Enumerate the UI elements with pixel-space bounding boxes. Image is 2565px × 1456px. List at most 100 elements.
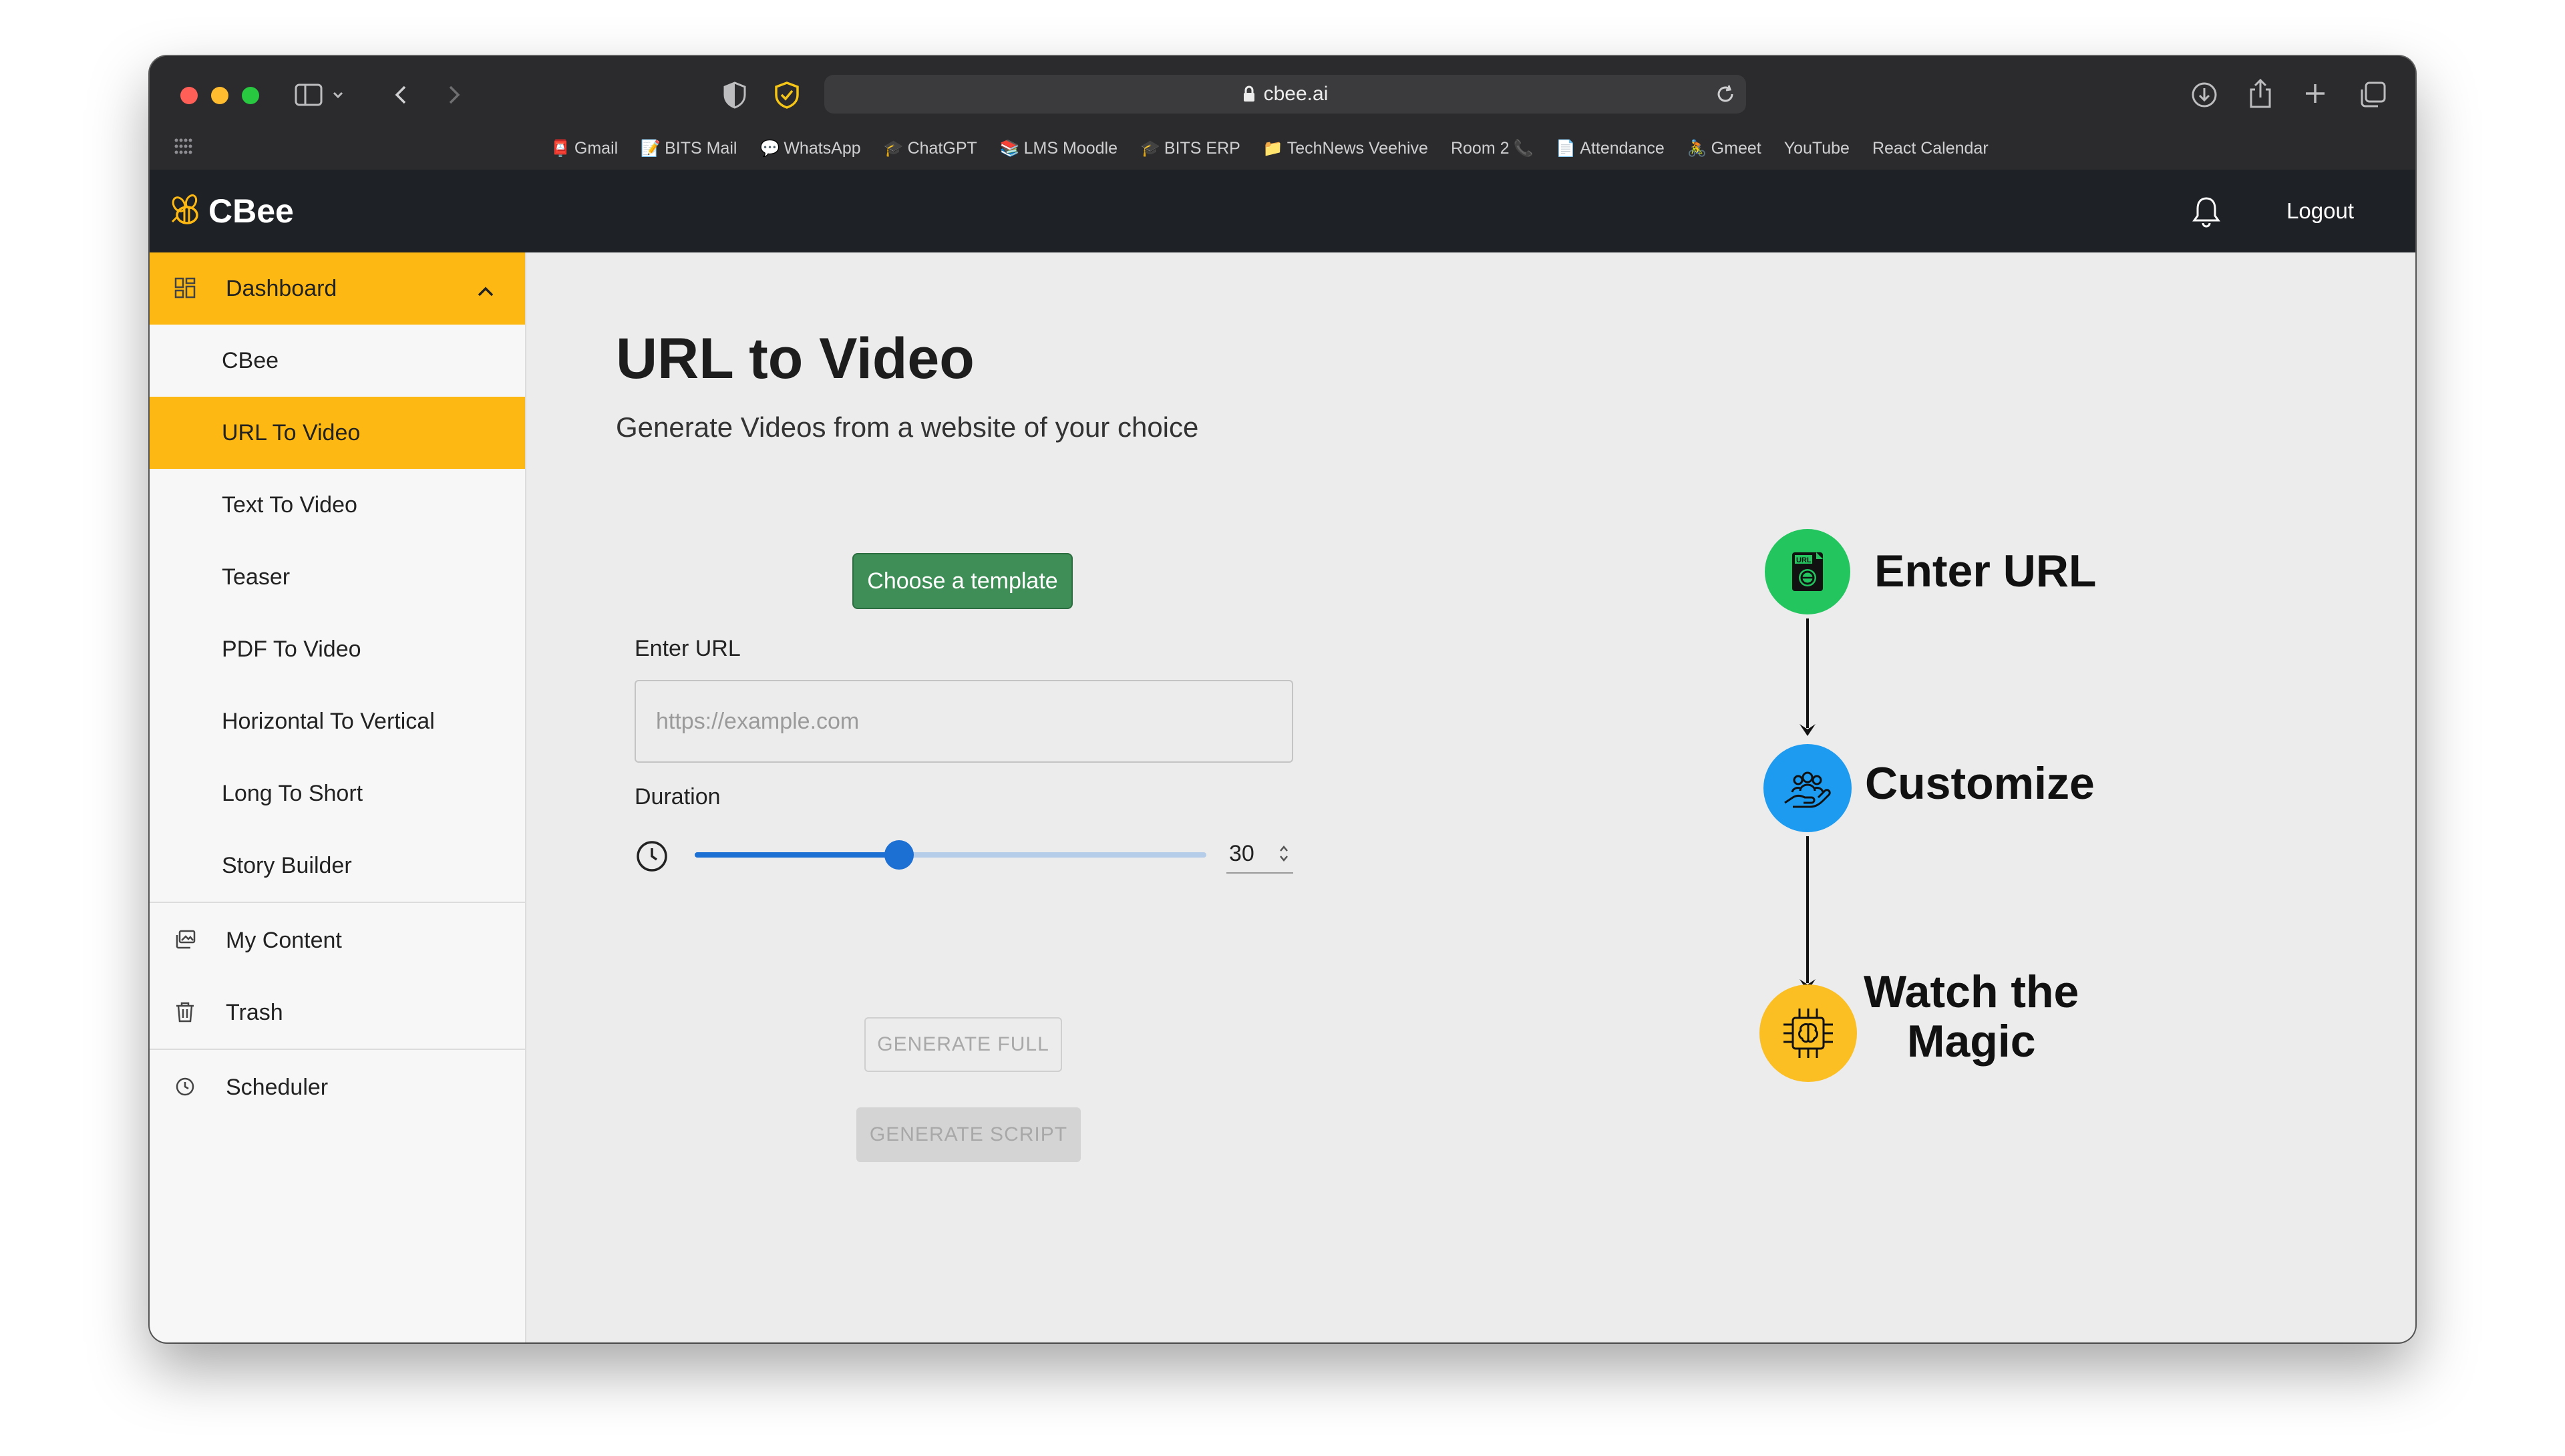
shield-check-icon[interactable] (772, 80, 802, 110)
mailbox-icon: 📮 (550, 139, 570, 158)
downloads-icon[interactable] (2190, 80, 2219, 110)
logout-button[interactable]: Logout (2286, 198, 2354, 223)
bookmark-whatsapp[interactable]: 💬WhatsApp (759, 138, 861, 158)
bee-icon (167, 194, 204, 228)
graduation-cap-icon: 🎓 (1140, 139, 1160, 158)
browser-chrome: cbee.ai 📮Gmail 📝BITS Mail 💬WhatsApp 🎓Cha… (150, 56, 2415, 170)
chevron-up-icon[interactable] (476, 279, 496, 305)
bookmark-lms-moodle[interactable]: 📚LMS Moodle (999, 138, 1118, 158)
sidebar-divider (150, 1049, 525, 1050)
duration-label: Duration (635, 784, 721, 809)
minimize-window-button[interactable] (211, 87, 228, 104)
browser-window: cbee.ai 📮Gmail 📝BITS Mail 💬WhatsApp 🎓Cha… (150, 56, 2415, 1342)
duration-value: 30 (1229, 840, 1254, 866)
duration-stepper[interactable]: 30 (1226, 835, 1293, 874)
sidebar-item-label: Trash (226, 999, 283, 1025)
sidebar-item-trash[interactable]: Trash (150, 976, 525, 1049)
step-3-circle (1759, 984, 1857, 1082)
bookmark-react-calendar[interactable]: React Calendar (1872, 138, 1989, 158)
generate-script-button[interactable]: GENERATE SCRIPT (856, 1107, 1081, 1162)
sidebar-item-dashboard[interactable]: Dashboard (150, 252, 525, 325)
sidebar-item-label: CBee (222, 347, 279, 373)
lock-icon (1242, 85, 1256, 103)
duration-slider[interactable] (695, 840, 1206, 870)
hand-group-icon (1781, 764, 1834, 812)
sidebar-item-label: Story Builder (222, 852, 352, 878)
graduation-cap-icon: 🎓 (883, 139, 904, 158)
new-tab-icon[interactable] (2303, 81, 2327, 106)
step-connector (1806, 836, 1809, 983)
generate-full-button[interactable]: GENERATE FULL (864, 1017, 1062, 1072)
books-icon: 📚 (999, 139, 1020, 158)
sidebar-item-long-to-short[interactable]: Long To Short (150, 757, 525, 830)
stepper-arrows-icon[interactable] (1278, 843, 1289, 864)
bookmark-gmail[interactable]: 📮Gmail (550, 138, 619, 158)
app-navbar: CBee Logout (150, 170, 2415, 252)
arrow-down-icon (1798, 721, 1817, 739)
address-bar[interactable]: cbee.ai (824, 75, 1746, 114)
bookmark-bits-mail[interactable]: 📝BITS Mail (641, 138, 737, 158)
sidebar-item-label: Horizontal To Vertical (222, 708, 435, 734)
tab-overview-icon[interactable] (2358, 80, 2387, 110)
sidebar-item-url-to-video[interactable]: URL To Video (150, 397, 525, 469)
sidebar-item-pdf-to-video[interactable]: PDF To Video (150, 613, 525, 685)
zoom-window-button[interactable] (242, 87, 259, 104)
close-window-button[interactable] (180, 87, 198, 104)
main-content: URL to Video Generate Videos from a webs… (526, 252, 2415, 1342)
sidebar-item-label: URL To Video (222, 419, 361, 445)
back-icon[interactable] (391, 81, 411, 108)
phone-icon: 📞 (1513, 139, 1534, 158)
address-host: cbee.ai (1263, 83, 1329, 105)
apps-grid-icon[interactable] (174, 138, 194, 155)
sidebar-toggle-icon[interactable] (294, 81, 323, 108)
brand-name: CBee (208, 192, 294, 230)
page-subtitle: Generate Videos from a website of your c… (616, 411, 1199, 443)
page-icon: 📄 (1556, 139, 1576, 158)
bookmark-chatgpt[interactable]: 🎓ChatGPT (883, 138, 977, 158)
duration-slider-thumb[interactable] (884, 840, 914, 870)
sidebar-item-label: PDF To Video (222, 636, 361, 662)
url-input[interactable] (635, 680, 1293, 763)
gallery-icon (174, 928, 196, 957)
timer-icon (635, 839, 669, 874)
bookmark-attendance[interactable]: 📄Attendance (1556, 138, 1665, 158)
bookmark-gmeet[interactable]: 🚴Gmeet (1687, 138, 1761, 158)
memo-icon: 📝 (641, 139, 661, 158)
bookmark-room-2[interactable]: Room 2📞 (1450, 138, 1534, 158)
sidebar-item-teaser[interactable]: Teaser (150, 541, 525, 613)
duration-slider-fill (695, 852, 900, 858)
bookmarks-bar: 📮Gmail 📝BITS Mail 💬WhatsApp 🎓ChatGPT 📚LM… (550, 135, 1989, 162)
forward-icon[interactable] (444, 81, 464, 108)
folder-icon: 📁 (1262, 139, 1283, 158)
share-icon[interactable] (2247, 77, 2274, 110)
clock-icon (174, 1075, 196, 1104)
privacy-shield-icon[interactable] (721, 80, 748, 110)
brand-logo[interactable]: CBee (167, 170, 294, 252)
bookmark-bits-erp[interactable]: 🎓BITS ERP (1140, 138, 1240, 158)
bookmark-youtube[interactable]: YouTube (1783, 138, 1850, 158)
brain-chip-icon (1778, 1003, 1838, 1063)
sidebar-item-my-content[interactable]: My Content (150, 904, 525, 976)
sidebar-item-story-builder[interactable]: Story Builder (150, 830, 525, 902)
speech-bubble-icon: 💬 (759, 139, 780, 158)
sidebar-item-cbee[interactable]: CBee (150, 325, 525, 397)
sidebar-item-label: Dashboard (226, 275, 337, 301)
sidebar-item-scheduler[interactable]: Scheduler (150, 1051, 525, 1123)
step-1-circle: URL (1765, 529, 1850, 614)
choose-template-button[interactable]: Choose a template (852, 553, 1073, 609)
sidebar: Dashboard CBee URL To Video Text To Vide… (150, 252, 526, 1342)
chevron-down-icon[interactable] (331, 88, 345, 102)
sidebar-item-label: Long To Short (222, 780, 363, 806)
sidebar-item-label: Teaser (222, 564, 291, 590)
reload-icon[interactable] (1714, 83, 1737, 106)
sidebar-item-label: Scheduler (226, 1074, 329, 1100)
notifications-bell-icon[interactable] (2191, 195, 2222, 232)
dashboard-grid-icon (174, 277, 196, 305)
sidebar-divider (150, 902, 525, 903)
svg-text:URL: URL (1796, 556, 1812, 564)
bookmark-technews-veehive[interactable]: 📁TechNews Veehive (1262, 138, 1428, 158)
sidebar-item-horizontal-to-vertical[interactable]: Horizontal To Vertical (150, 685, 525, 757)
sidebar-item-text-to-video[interactable]: Text To Video (150, 469, 525, 541)
